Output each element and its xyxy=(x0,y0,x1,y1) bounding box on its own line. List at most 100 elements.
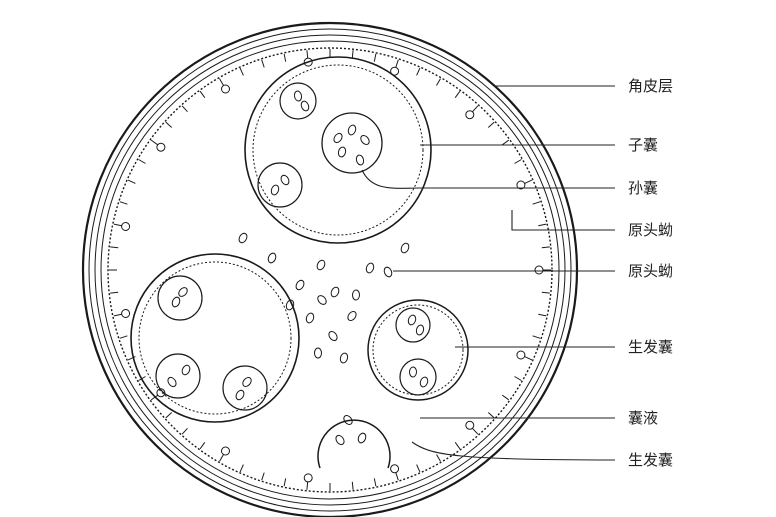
label-cuticle-layer: 角皮层 xyxy=(628,77,673,95)
germinal-protrusion xyxy=(150,394,158,401)
protoscolex xyxy=(317,295,327,305)
leader-granddaughter-cyst xyxy=(361,169,615,189)
brood-capsule-bottom xyxy=(317,419,391,469)
germinal-protrusion xyxy=(395,59,399,68)
protoscolex xyxy=(300,100,310,112)
label-granddaughter-cyst: 孙囊 xyxy=(628,179,658,197)
germinal-protrusion xyxy=(165,121,173,128)
protoscolex xyxy=(181,364,191,376)
germinal-protrusion xyxy=(416,67,421,76)
protoscolex xyxy=(407,314,417,326)
germinal-protrusion xyxy=(524,179,533,184)
protoscolex xyxy=(351,289,361,301)
germinal-bud xyxy=(303,57,313,67)
label-cyst-fluid: 囊液 xyxy=(628,409,658,427)
germinal-protrusion xyxy=(351,481,354,490)
germinal-protrusion xyxy=(514,376,522,381)
germinal-bud xyxy=(534,265,544,275)
label-protoscolex-2: 原头蚴 xyxy=(628,262,673,280)
label-daughter-cyst: 子囊 xyxy=(628,136,658,154)
protoscolex xyxy=(365,262,375,274)
germinal-protrusion xyxy=(150,139,158,146)
leader-lines xyxy=(361,85,616,461)
protoscolex xyxy=(242,377,252,387)
germinal-protrusion xyxy=(395,472,399,481)
protoscolex xyxy=(267,252,277,264)
protoscolex xyxy=(295,279,305,291)
protoscolex xyxy=(415,324,425,336)
protoscolex xyxy=(171,296,181,308)
protoscolex xyxy=(178,287,188,297)
germinal-protrusion xyxy=(119,335,128,339)
germinal-protrusion xyxy=(487,121,495,128)
germinal-protrusion xyxy=(351,50,354,59)
germinal-protrusion xyxy=(127,179,136,184)
germinal-bud xyxy=(390,464,400,474)
germinal-protrusion xyxy=(502,394,510,401)
protoscolex xyxy=(339,352,349,364)
germinal-bud xyxy=(465,110,475,120)
germinal-protrusion xyxy=(541,291,550,294)
germinal-layer-fringe xyxy=(109,49,551,491)
leader-brood-capsule-2 xyxy=(411,441,616,461)
germinal-protrusion xyxy=(113,313,122,317)
germinal-protrusion xyxy=(524,356,533,361)
label-brood-capsule-1: 生发囊 xyxy=(628,338,673,356)
protoscolex xyxy=(355,154,365,166)
protoscolex xyxy=(343,415,353,425)
germinal-bud xyxy=(516,180,526,190)
germinal-protrusion xyxy=(532,201,541,205)
germinal-protrusion xyxy=(283,478,287,487)
germinal-protrusion xyxy=(113,223,122,227)
germinal-protrusion xyxy=(436,78,441,86)
leader-protoscolex-1 xyxy=(511,210,615,231)
germinal-protrusion xyxy=(283,53,287,62)
germinal-bud xyxy=(465,420,475,430)
protoscolex xyxy=(347,124,357,136)
germinal-protrusion xyxy=(110,291,119,294)
germinal-bud xyxy=(121,222,131,231)
germinal-protrusion xyxy=(110,246,119,249)
protoscolex xyxy=(235,389,245,401)
protoscolices xyxy=(167,90,429,446)
germinal-protrusion xyxy=(436,454,441,462)
germinal-bud xyxy=(516,350,526,360)
germinal-bud xyxy=(221,446,230,456)
daughter-cyst-left xyxy=(130,253,300,423)
germinal-protrusion xyxy=(532,335,541,339)
germinal-protrusion xyxy=(181,105,188,113)
germinal-protrusion xyxy=(538,313,547,317)
protoscolex xyxy=(314,347,322,359)
germinal-protrusion xyxy=(239,464,244,473)
germinal-protrusion xyxy=(472,105,479,113)
germinal-protrusion xyxy=(538,223,547,227)
protoscolex xyxy=(285,299,295,311)
protoscolex xyxy=(316,259,326,271)
protoscolex xyxy=(270,184,280,196)
germinal-protrusion xyxy=(199,90,206,98)
germinal-protrusion xyxy=(219,78,224,86)
germinal-bud xyxy=(390,66,400,76)
protoscolex xyxy=(238,232,248,244)
brood-capsule-right xyxy=(367,299,469,401)
labels: 角皮层 子囊 孙囊 原头蚴 原头蚴 生发囊 囊液 生发囊 xyxy=(628,77,673,469)
germinal-bud xyxy=(156,388,166,398)
germinal-protrusion xyxy=(416,464,421,473)
germinal-bud xyxy=(156,142,166,152)
protoscolex xyxy=(357,432,367,444)
protoscolex xyxy=(328,330,338,342)
germinal-protrusion xyxy=(487,412,495,419)
protoscolex xyxy=(167,376,177,388)
granddaughter-cysts xyxy=(155,82,437,411)
germinal-bud xyxy=(303,473,313,483)
germinal-protrusion xyxy=(454,90,461,98)
protoscolex xyxy=(293,90,303,102)
germinal-protrusion xyxy=(138,159,146,164)
germinal-protrusion xyxy=(261,472,265,481)
germinal-protrusion xyxy=(472,427,479,435)
germinal-protrusion xyxy=(239,67,244,76)
germinal-protrusion xyxy=(119,201,128,205)
germinal-protrusion xyxy=(219,454,224,462)
germinal-protrusion xyxy=(199,442,206,450)
